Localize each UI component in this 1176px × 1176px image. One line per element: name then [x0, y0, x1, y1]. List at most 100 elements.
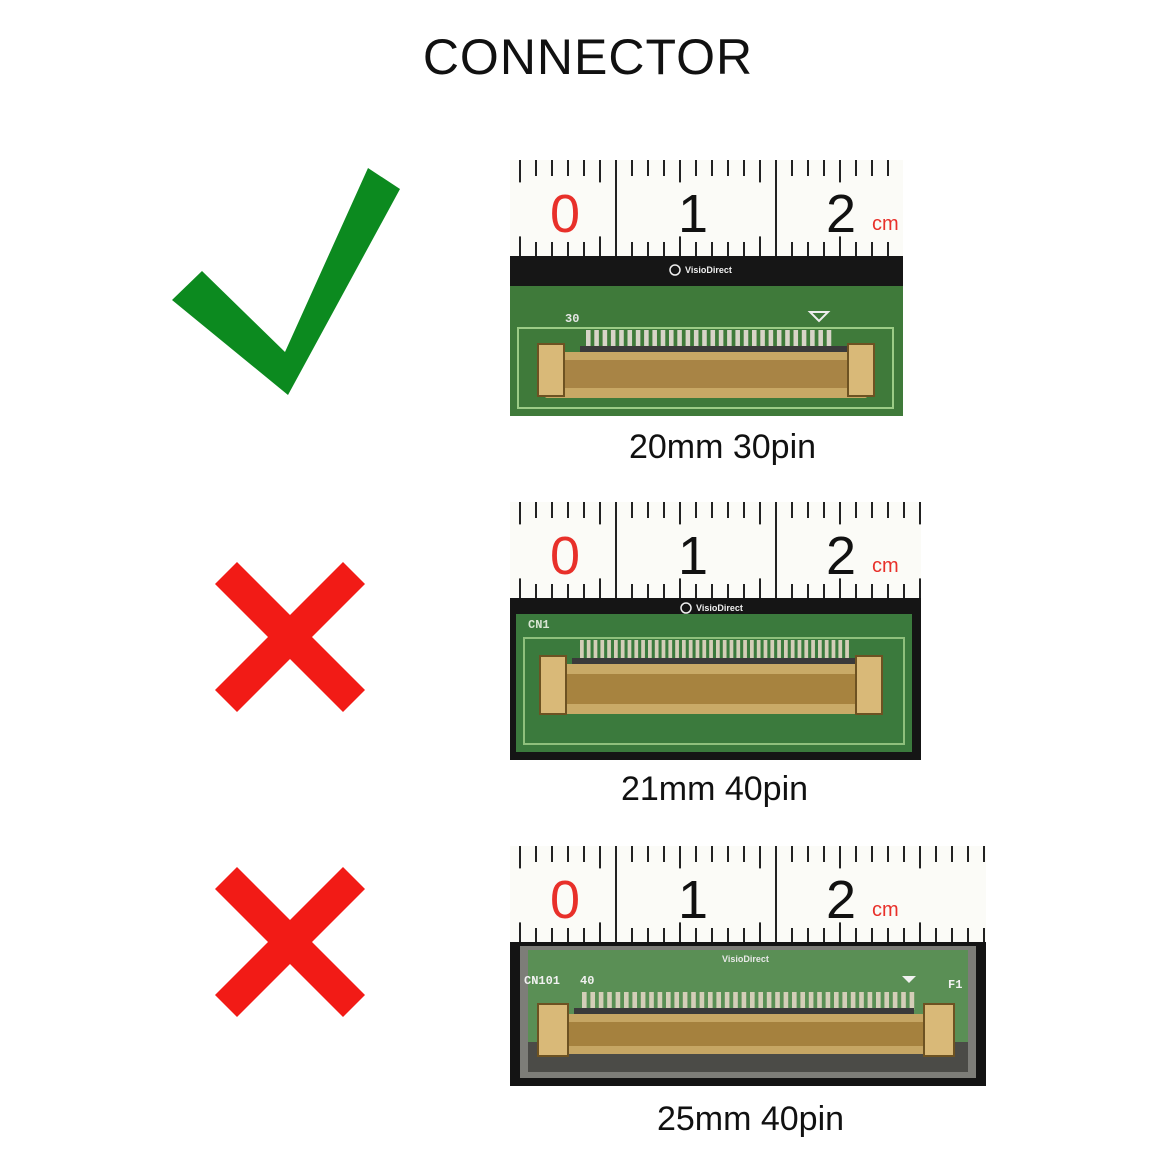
- connector-pin: [777, 640, 781, 660]
- connector-pin: [736, 640, 741, 660]
- ruler-two: 2: [826, 184, 856, 244]
- connector-pin: [661, 640, 666, 660]
- connector-pin: [770, 640, 775, 660]
- connector-pin: [669, 330, 674, 348]
- ruler-zero: 0: [550, 870, 580, 930]
- connector-caption: 21mm 40pin: [620, 770, 809, 808]
- connector-pin: [657, 992, 663, 1010]
- connector-pin: [718, 330, 724, 348]
- connector-pin: [644, 330, 649, 348]
- connector-pin: [758, 992, 764, 1010]
- connector-pin: [763, 640, 768, 660]
- pcb-label: F1: [948, 978, 962, 992]
- connector-pin: [688, 640, 693, 660]
- ruler-unit: cm: [872, 555, 899, 577]
- connector-pin: [682, 640, 686, 660]
- connector-pin: [800, 992, 806, 1010]
- connector-pin: [641, 640, 645, 660]
- ruler-one: 1: [678, 184, 708, 244]
- connector-pin: [594, 330, 599, 348]
- check-icon: [168, 165, 403, 405]
- connector-pin: [850, 992, 856, 1010]
- connector-pin: [750, 640, 754, 660]
- connector-pin: [702, 330, 707, 348]
- connector-photo-art: 0 1 2 cm VisioDirect CN101 40 F1: [510, 846, 986, 1086]
- connector-pin: [660, 330, 666, 348]
- connector-pin: [743, 640, 747, 660]
- connector-pin: [620, 640, 625, 660]
- connector-pin: [722, 640, 727, 660]
- connector-pin: [607, 640, 611, 660]
- connector-pin: [876, 992, 881, 1010]
- connector-pin: [693, 330, 699, 348]
- connector-pin: [598, 992, 604, 1010]
- connector-pin: [702, 640, 707, 660]
- connector-pin: [811, 640, 815, 660]
- connector-pin: [775, 992, 780, 1010]
- connector-pin: [785, 330, 790, 348]
- ruler-one: 1: [678, 870, 708, 930]
- connector-pin: [593, 640, 598, 660]
- connector-pin: [824, 640, 829, 660]
- connector-pin: [619, 330, 624, 348]
- connector-pin: [615, 992, 621, 1010]
- connector-pin: [768, 330, 774, 348]
- connector-pin: [733, 992, 738, 1010]
- connector-pin: [826, 330, 832, 348]
- connector-pin: [699, 992, 705, 1010]
- brand-logo: VisioDirect: [696, 603, 743, 613]
- connector-pin: [640, 992, 646, 1010]
- ruler-zero: 0: [550, 184, 580, 244]
- pcb-label: CN101: [524, 974, 560, 988]
- connector-pin: [808, 992, 814, 1010]
- connector-pin: [756, 640, 761, 660]
- connector-pin: [685, 330, 691, 348]
- connector-pin: [817, 992, 822, 1010]
- connector-pin: [586, 640, 591, 660]
- connector-pin: [793, 330, 799, 348]
- connector-pin: [682, 992, 688, 1010]
- connector-pin: [818, 330, 823, 348]
- cross-icon: [210, 557, 370, 722]
- connector-pin: [735, 330, 740, 348]
- connector-photo: 0 1 2 cm VisioDirect CN1: [510, 502, 921, 760]
- connector-photo: 0 1 2 cm VisioDirect CN101 40 F1: [510, 846, 986, 1086]
- connector-pin: [750, 992, 755, 1010]
- connector-pin: [792, 992, 797, 1010]
- connector-pin: [674, 992, 680, 1010]
- connector-pin: [724, 992, 730, 1010]
- connector-pin: [801, 330, 807, 348]
- connector-pin: [708, 992, 713, 1010]
- connector-pin: [610, 330, 616, 348]
- ruler-one: 1: [678, 526, 708, 586]
- connector-pin: [675, 640, 679, 660]
- ruler-two: 2: [826, 526, 856, 586]
- connector-pin: [752, 330, 757, 348]
- connector-pin: [677, 330, 682, 348]
- connector-pin: [602, 330, 608, 348]
- connector-pin: [825, 992, 831, 1010]
- connector-pin: [627, 640, 632, 660]
- connector-pin: [901, 992, 906, 1010]
- connector-pin: [654, 640, 659, 660]
- connector-pin: [580, 640, 584, 660]
- connector-pin: [892, 992, 898, 1010]
- ruler-two: 2: [826, 870, 856, 930]
- pcb-label: 30: [565, 312, 579, 326]
- connector-pin: [909, 992, 915, 1010]
- connector-pin: [716, 640, 720, 660]
- connector-photo-art: 0 1 2 cm VisioDirect 30: [510, 160, 903, 416]
- connector-pin: [859, 992, 864, 1010]
- connector-pin: [784, 640, 788, 660]
- ruler-unit: cm: [872, 899, 899, 921]
- connector-pin: [652, 330, 657, 348]
- connector-pin: [600, 640, 605, 660]
- page-title: CONNECTOR: [422, 29, 754, 85]
- connector-photo-art: 0 1 2 cm VisioDirect CN1: [510, 502, 921, 760]
- connector-pin: [818, 640, 822, 660]
- connector-pin: [586, 330, 591, 348]
- connector-caption: 25mm 40pin: [656, 1100, 845, 1138]
- connector-photo: 0 1 2 cm VisioDirect 30: [510, 160, 903, 416]
- connector-pin: [776, 330, 782, 348]
- connector-pin: [590, 992, 596, 1010]
